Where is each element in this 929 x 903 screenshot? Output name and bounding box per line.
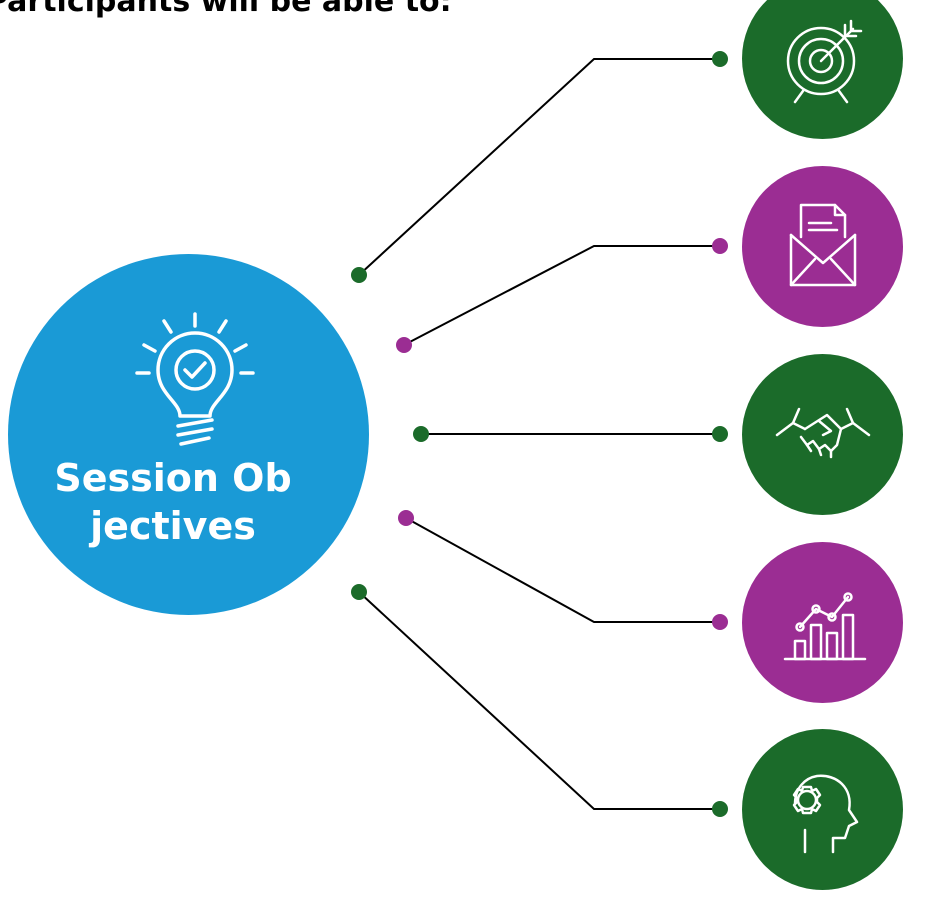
page-title: Participants will be able to: bbox=[0, 0, 452, 19]
hub-title: Session Objectives bbox=[54, 456, 292, 548]
objective-node-2 bbox=[742, 166, 903, 327]
envelope-document-icon bbox=[789, 203, 856, 286]
head-gear-icon bbox=[792, 774, 858, 853]
session-objectives-hub: Session Objectives bbox=[8, 254, 369, 615]
connector-dot-4-end bbox=[712, 614, 728, 630]
connector-dot-5-end bbox=[712, 801, 728, 817]
connector-dot-2-end bbox=[712, 238, 728, 254]
connector-line-5 bbox=[358, 591, 720, 810]
growth-chart-icon bbox=[783, 591, 866, 660]
connector-dot-2-start bbox=[396, 337, 412, 353]
connector-dot-5-start bbox=[351, 584, 367, 600]
target-icon bbox=[786, 19, 862, 103]
objective-node-5 bbox=[742, 729, 903, 890]
objective-node-3 bbox=[742, 354, 903, 515]
connector-dot-3-start bbox=[413, 426, 429, 442]
connector-dot-1-end bbox=[712, 51, 728, 67]
handshake-icon bbox=[775, 407, 870, 458]
objective-node-4 bbox=[742, 542, 903, 703]
connector-line-1 bbox=[358, 58, 720, 276]
connector-dot-4-start bbox=[398, 510, 414, 526]
connector-line-2 bbox=[403, 245, 720, 346]
connector-dot-3-end bbox=[712, 426, 728, 442]
connector-dot-1-start bbox=[351, 267, 367, 283]
lightbulb-check-icon bbox=[135, 312, 255, 446]
connector-line-4 bbox=[405, 517, 720, 623]
objective-node-1 bbox=[742, 0, 903, 139]
